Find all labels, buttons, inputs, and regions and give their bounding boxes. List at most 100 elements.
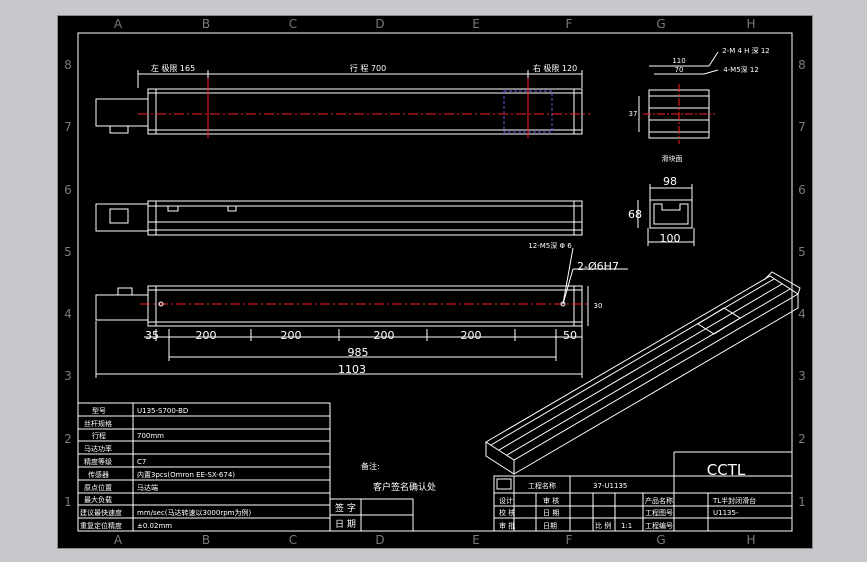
zone-bottom-g: G [656,533,665,547]
zone-bottom-c: C [289,533,297,547]
zone-left-7: 7 [64,120,72,134]
tb-review-label: 审 核 [543,496,559,505]
isometric-view [485,271,801,475]
bottom-dim-30: 30 [594,302,603,310]
zone-right-8: 8 [798,58,806,72]
tb-check-label: 校 核 [499,508,515,517]
tb-date-label: 日 期 [543,509,559,517]
spec-label-4: 精度等级 [84,457,112,466]
zone-bottom-h: H [746,533,755,547]
zone-top-b: B [202,17,210,31]
bottom-dim-1103: 1103 [338,363,366,376]
bottom-view [95,247,628,378]
tb-scale-value: 1:1 [621,522,632,530]
spec-label-3: 马达功率 [84,444,112,453]
zone-left-4: 4 [64,307,72,321]
end-view [638,51,719,144]
zone-left-1: 1 [64,495,72,509]
zone-right-6: 6 [798,183,806,197]
profile-width-top: 98 [663,175,677,188]
profile-section [637,184,695,246]
profile-height: 68 [628,208,642,221]
spec-value-0: U135-S700-BD [137,407,188,415]
zone-top-e: E [472,17,480,31]
tb-drawing-no-label: 工程图号 [645,508,673,517]
bottom-dim-200-a: 200 [196,329,217,342]
spec-label-7: 最大负载 [84,495,112,504]
zone-right-1: 1 [798,495,806,509]
zone-right-3: 3 [798,369,806,383]
title-block [493,451,793,532]
cad-drawing: A B C D E F G H A B C D E F G H 8 7 6 5 … [64,17,806,547]
zone-top-a: A [114,17,123,31]
drawing-sheet: A B C D E F G H A B C D E F G H 8 7 6 5 … [57,15,813,549]
spec-table [77,402,331,532]
confirm-title: 客户签名确认处 [373,481,436,493]
bottom-dim-200-c: 200 [374,329,395,342]
bottom-hole-note-1: 12-M5深 Φ 6 [528,241,572,250]
spec-value-2: 700mm [137,432,164,440]
confirm-sign-label: 签 字 [335,502,356,514]
zone-top-c: C [289,17,297,31]
tb-product-value: TL半封闭滑台 [712,496,756,505]
zone-left-2: 2 [64,432,72,446]
end-hole-note-1: 2-M 4 H 深 12 [722,46,770,55]
top-view [95,70,590,138]
zone-top-d: D [375,17,384,31]
bottom-dim-50: 50 [563,329,577,342]
spec-label-8: 建议最快速度 [80,508,122,517]
tb-product-label: 产品名称 [645,496,673,505]
bottom-dim-200-b: 200 [281,329,302,342]
inner-frame [77,32,793,532]
zone-left-6: 6 [64,183,72,197]
zone-bottom-b: B [202,533,210,547]
bottom-hole-note-2: 2-Ø6H7 [577,260,619,273]
zone-bottom-f: F [566,533,573,547]
zone-right-4: 4 [798,307,806,321]
stroke-right-label: 右 极限 120 [533,63,577,73]
zone-left-3: 3 [64,369,72,383]
company-logo-text: CCTL [707,461,746,479]
spec-label-1: 丝杆规格 [84,419,112,428]
zone-right-2: 2 [798,432,806,446]
bottom-dim-985: 985 [348,346,369,359]
spec-label-9: 重复定位精度 [80,521,122,530]
zone-bottom-a: A [114,533,123,547]
zone-top-g: G [656,17,665,31]
zone-left-5: 5 [64,245,72,259]
zone-top-h: H [746,17,755,31]
spec-value-8: mm/sec(马达转速以3000rpm为例) [137,508,251,517]
spec-value-4: C7 [137,458,146,466]
tb-date2-label: 日期 [543,522,557,530]
spec-label-2: 行程 [92,431,106,440]
end-view-caption: 滑块面 [662,154,683,163]
zone-right-5: 5 [798,245,806,259]
bottom-dim-200-d: 200 [461,329,482,342]
tb-drawing-no-value: U1135- [713,509,739,517]
tb-design-label: 设计 [499,496,513,505]
tb-scale-label: 比 例 [595,521,611,530]
end-dim-37: 37 [629,110,638,118]
project-label: 工程名称 [528,481,556,490]
side-view [95,200,583,236]
confirm-box [329,498,414,532]
zone-bottom-d: D [375,533,384,547]
stroke-mid-label: 行 程 700 [350,63,386,73]
zone-top-f: F [566,17,573,31]
bottom-dim-35: 35 [145,329,159,342]
end-dim-110: 110 [672,57,685,65]
spec-label-0: 型号 [92,406,106,415]
profile-width-bottom: 100 [660,232,681,245]
spec-label-6: 原点位置 [84,483,112,492]
project-value: 37-U1135 [593,482,627,490]
spec-label-5: 传感器 [88,470,109,479]
tb-project-no-label: 工程编号 [645,521,673,530]
spec-value-9: ±0.02mm [137,522,172,530]
stroke-left-label: 左 极限 165 [151,63,195,73]
zone-right-7: 7 [798,120,806,134]
zone-bottom-e: E [472,533,480,547]
tb-approve-label: 审 批 [499,521,515,530]
zone-left-8: 8 [64,58,72,72]
spec-value-6: 马达端 [137,483,158,492]
end-dim-70: 70 [675,66,684,74]
